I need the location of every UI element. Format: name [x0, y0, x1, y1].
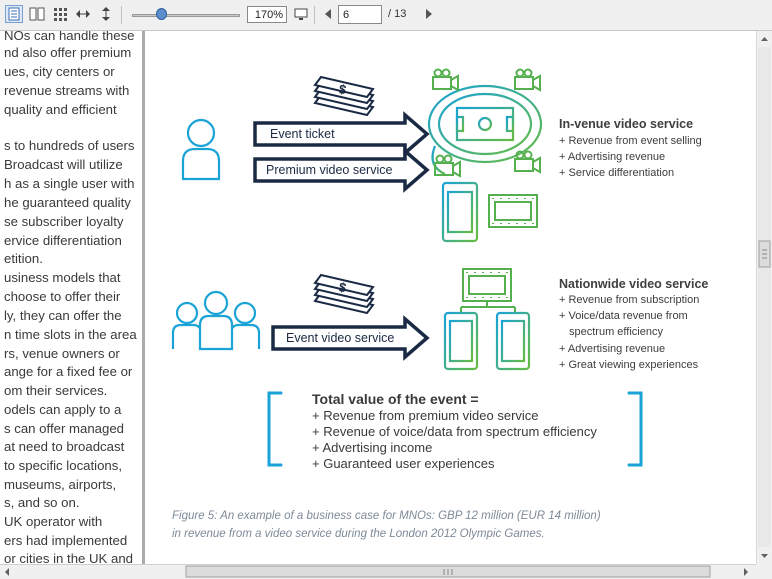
text-line: ervice differentiation: [4, 233, 122, 248]
scroll-down-icon: [761, 554, 768, 558]
scroll-up-icon: [761, 37, 768, 41]
in-venue-item: + Advertising revenue: [559, 151, 666, 163]
text-line: s, and so on.: [4, 495, 80, 510]
total-value-title: Total value of the event =: [312, 391, 479, 407]
two-page-view-icon[interactable]: [28, 5, 46, 23]
text-line: rs, venue owners or: [4, 346, 120, 361]
camera-icon: [514, 68, 541, 92]
text-line: s to hundreds of users: [4, 138, 135, 153]
toolbar-divider: [314, 6, 315, 24]
figure-graphics: $ $: [171, 68, 643, 467]
text-line: ues, city centers or: [4, 64, 115, 79]
text-line: NOs can handle these: [4, 31, 135, 43]
zoom-level-field[interactable]: 170%: [247, 6, 287, 23]
scrollbar-corner: [756, 564, 772, 579]
text-line: etition.: [4, 251, 43, 266]
text-line: UK operator with: [4, 514, 103, 529]
fit-height-icon[interactable]: [97, 5, 115, 23]
money-stack-icon: $: [313, 273, 375, 315]
text-line: nd also offer premium: [4, 45, 132, 60]
single-user-icon: [181, 118, 221, 181]
smartphone-icon: [441, 181, 479, 243]
arrow-premium-video: [253, 147, 430, 193]
film-strip-icon: [488, 194, 538, 228]
page-total-label: / 13: [388, 8, 407, 20]
arrow-event-ticket: [253, 111, 430, 157]
network-connector-icon: [460, 301, 516, 313]
vertical-scrollbar[interactable]: [756, 31, 772, 564]
horizontal-scrollbar[interactable]: [0, 564, 756, 579]
next-page-icon[interactable]: [420, 5, 438, 23]
zoom-slider-track[interactable]: [132, 14, 240, 17]
user-group-icon: [171, 290, 261, 351]
arrow-label-premium-video: Premium video service: [266, 163, 393, 177]
arrow-label-event-video: Event video service: [286, 331, 395, 345]
text-line: odels can apply to a: [4, 402, 122, 417]
document-page: $ $: [145, 31, 756, 564]
nationwide-item: + Revenue from subscription: [559, 294, 700, 306]
figure-caption: in revenue from a video service during t…: [172, 528, 545, 540]
text-line: Broadcast will utilize: [4, 157, 123, 172]
text-line: usiness models that: [4, 270, 121, 285]
text-line: museums, airports,: [4, 477, 117, 492]
text-line: om their services.: [4, 383, 108, 398]
total-value-item: + Revenue of voice/data from spectrum ef…: [312, 424, 597, 439]
previous-page-icon[interactable]: [319, 5, 337, 23]
in-venue-item: + Revenue from event selling: [559, 135, 702, 147]
toolbar-divider: [121, 6, 122, 24]
text-line: s can offer managed: [4, 421, 124, 436]
scroll-left-icon: [5, 568, 9, 576]
text-line: to specific locations,: [4, 458, 123, 473]
text-line: or cities in the UK and: [4, 551, 134, 564]
in-venue-title: In-venue video service: [559, 117, 694, 131]
text-line: n time slots in the area: [4, 327, 137, 342]
text-line: at need to broadcast: [4, 439, 125, 454]
camera-icon: [432, 68, 459, 92]
text-line: he guaranteed quality: [4, 195, 131, 210]
single-page-view-icon[interactable]: [5, 5, 23, 23]
text-line: revenue streams with: [4, 83, 130, 98]
nationwide-item: + Advertising revenue: [559, 343, 666, 355]
text-line: ly, they can offer the: [4, 308, 122, 323]
nationwide-item: + Great viewing experiences: [559, 359, 699, 371]
arrow-label-event-ticket: Event ticket: [270, 127, 335, 141]
arrow-event-video: [271, 315, 430, 361]
text-line: h as a single user with: [4, 176, 135, 191]
camera-icon: [434, 154, 461, 178]
text-line: ange for a fixed fee or: [4, 364, 133, 379]
scroll-right-icon: [744, 568, 748, 576]
svg-text:$: $: [337, 279, 348, 295]
page-number-input[interactable]: 6: [338, 5, 382, 24]
stadium-icon: [427, 84, 543, 176]
text-line: choose to offer their: [4, 289, 121, 304]
zoom-slider-thumb[interactable]: [156, 8, 167, 20]
total-value-item: + Guaranteed user experiences: [312, 456, 495, 471]
text-line: se subscriber loyalty: [4, 214, 124, 229]
text-line: ers had implemented: [4, 533, 128, 548]
left-page-text: NOs can handle these nd also offer premi…: [0, 31, 142, 564]
nationwide-item: + Voice/data revenue from: [559, 310, 688, 322]
money-stack-icon: $: [313, 75, 375, 117]
figure-caption: Figure 5: An example of a business case …: [172, 510, 601, 522]
viewer-toolbar: 170% 6 / 13: [0, 0, 772, 31]
in-venue-item: + Service differentiation: [559, 167, 675, 179]
fit-width-icon[interactable]: [74, 5, 92, 23]
total-bracket: [267, 391, 643, 467]
svg-text:$: $: [337, 81, 348, 97]
nationwide-item: spectrum efficiency: [569, 326, 663, 338]
nationwide-title: Nationwide video service: [559, 277, 709, 291]
grid-view-icon[interactable]: [51, 5, 69, 23]
smartphone-icon: [443, 311, 531, 371]
monitor-icon[interactable]: [292, 5, 310, 23]
camera-icon: [514, 150, 541, 174]
film-strip-icon: [462, 268, 512, 302]
text-line: quality and efficient: [4, 102, 117, 117]
total-value-item: + Revenue from premium video service: [312, 408, 539, 423]
total-value-item: + Advertising income: [312, 440, 433, 455]
